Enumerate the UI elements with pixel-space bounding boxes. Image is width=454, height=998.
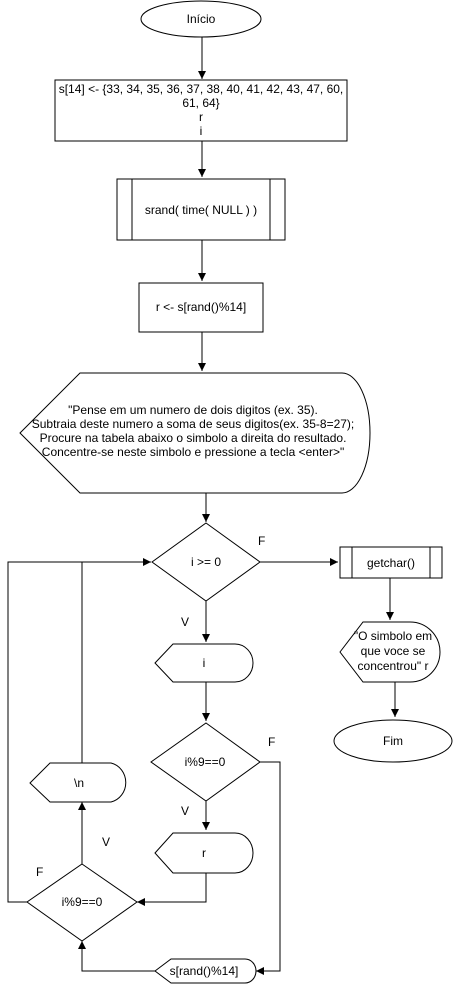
decl-line-4: i <box>200 124 203 138</box>
mod-decision-b: i%9==0 <box>26 863 138 942</box>
decl-line-2: 61, 64} <box>182 96 219 110</box>
mod-b-false-label: F <box>36 865 43 879</box>
declaration-box: s[14] <- {33, 34, 35, 36, 37, 38, 40, 41… <box>54 79 348 142</box>
connectors <box>7 37 399 975</box>
srand-label: srand( time( NULL ) ) <box>145 203 257 217</box>
print-i-label: i <box>203 656 206 670</box>
loop-decision-label: i >= 0 <box>191 555 221 569</box>
mod-a-false-label: F <box>268 735 275 749</box>
final-line-3: concentrou" r <box>358 659 429 673</box>
print-rand-label: s[rand()%14] <box>170 964 239 978</box>
print-r-label: r <box>202 846 206 860</box>
final-line-1: "O simbolo em <box>354 629 432 643</box>
display-line-3: Procure na tabela abaixo o simbolo a dir… <box>40 431 347 445</box>
end-label: Fim <box>383 734 403 748</box>
end-terminator: Fim <box>333 719 453 763</box>
loop-decision: i >= 0 <box>151 522 261 602</box>
decl-line-1: s[14] <- {33, 34, 35, 36, 37, 38, 40, 41… <box>59 82 344 96</box>
start-terminator: Início <box>140 0 262 38</box>
srand-process: srand( time( NULL ) ) <box>116 178 286 241</box>
assign-r-box: r <- s[rand()%14] <box>138 282 264 333</box>
print-rand-shape: s[rand()%14] <box>154 958 257 984</box>
mod-a-true-label: V <box>181 804 189 818</box>
print-newline-label: \n <box>74 776 84 790</box>
start-label: Início <box>187 12 216 26</box>
final-line-2: que voce se <box>361 644 426 658</box>
display-line-4: Concentre-se neste simbolo e pressione a… <box>42 445 344 459</box>
mod-decision-a-label: i%9==0 <box>185 755 226 769</box>
print-r-shape: r <box>154 832 254 874</box>
display-message-shape: "Pense em um numero de dois digitos (ex.… <box>19 372 371 494</box>
display-line-1: "Pense em um numero de dois digitos (ex.… <box>68 403 318 417</box>
mod-b-true-label: V <box>102 835 110 849</box>
assign-r-label: r <- s[rand()%14] <box>156 300 246 314</box>
loop-false-label: F <box>258 534 265 548</box>
getchar-label: getchar() <box>367 556 415 570</box>
final-message-shape: "O simbolo em que voce se concentrou" r <box>339 621 441 683</box>
print-i-shape: i <box>154 643 254 683</box>
mod-decision-b-label: i%9==0 <box>62 895 103 909</box>
mod-decision-a: i%9==0 <box>150 722 261 802</box>
getchar-process: getchar() <box>339 546 443 579</box>
display-line-2: Subtraia deste numero a soma de seus dig… <box>32 417 355 431</box>
print-newline-shape: \n <box>29 762 127 803</box>
loop-true-label: V <box>181 615 189 629</box>
decl-line-3: r <box>199 110 203 124</box>
